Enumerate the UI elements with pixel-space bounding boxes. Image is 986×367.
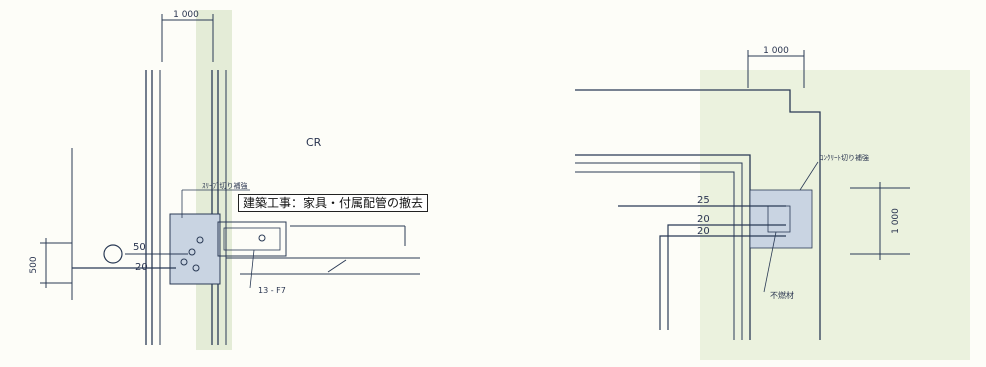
right-note-block: ｺﾝｸﾘｰﾄ切り補強: [820, 153, 869, 162]
left-reinforcement-block: [169, 213, 221, 285]
right-dim-25: 25: [697, 195, 710, 206]
right-dim-side: 1 000: [891, 208, 901, 234]
right-reinforcement-block: [749, 189, 813, 249]
right-note-bottom: 不燃材: [770, 290, 794, 300]
left-wall-tint: [196, 10, 232, 350]
left-dim-50: 50: [133, 242, 146, 253]
right-wall-tint: [700, 70, 970, 360]
left-note-block: ｽﾘｰﾌﾞ切り補強: [202, 181, 248, 190]
right-dim-20b: 20: [697, 226, 710, 237]
right-dim-20a: 20: [697, 214, 710, 225]
callout-label: 建築工事：家具・付属配管の撤去: [238, 194, 429, 212]
room-label-cr: CR: [306, 136, 322, 149]
left-pipe-circle: [103, 244, 123, 264]
right-dim-top: 1 000: [763, 46, 789, 56]
left-pipe-label: 13 - F7: [258, 286, 286, 295]
right-detail: 1 000 25 20 20 1 000 ｺﾝｸﾘｰﾄ切り補強 不燃材: [575, 46, 910, 340]
left-sleeve: [217, 221, 287, 257]
left-dim-side: 500: [29, 256, 39, 273]
left-dim-20: 20: [135, 262, 148, 273]
left-dim-top: 1 000: [173, 10, 199, 20]
left-detail: 1 000 500 50 20: [29, 10, 420, 345]
